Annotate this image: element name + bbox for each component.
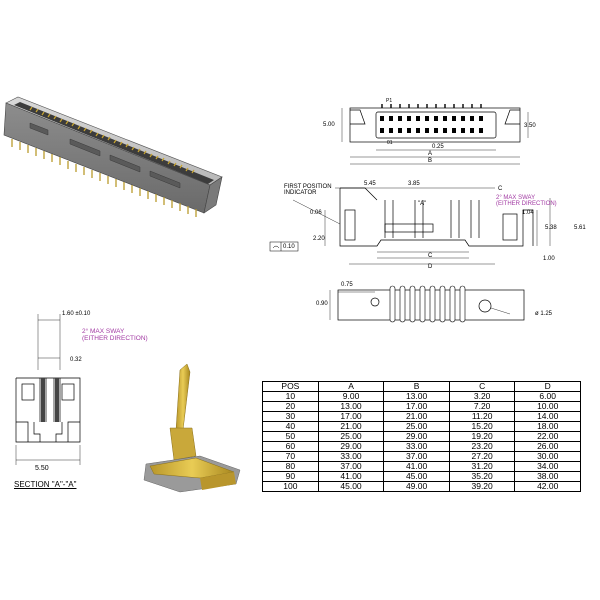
side-section-mark: "A"	[418, 201, 427, 207]
top-dim-height: 5.00	[323, 122, 335, 128]
bottom-dim-075: 0.75	[341, 282, 353, 288]
connector-3d-render	[3, 96, 223, 217]
col-b: B	[383, 381, 450, 392]
side-first-position-indicator: FIRST POSITION INDICATOR	[284, 184, 332, 196]
section-sway-note: 2° MAX SWAY (EITHER DIRECTION)	[82, 328, 148, 342]
contact-row	[29, 106, 195, 174]
section-dim-160: 1.60 ±0.10	[62, 311, 91, 317]
side-dim-c-top: C	[498, 186, 503, 192]
bottom-dim-hole: ø 1.25	[535, 311, 553, 317]
bottom-view-drawing	[329, 285, 525, 323]
side-dim-385: 3.85	[408, 181, 420, 187]
side-dim-220: 2.20	[313, 236, 325, 242]
section-view-drawing	[15, 314, 81, 465]
top-dim-pitch: 0.25	[432, 144, 444, 150]
pin-pads	[380, 116, 483, 133]
top-dim-right: 3.50	[524, 123, 536, 129]
side-tolerance-frame: 0.10	[283, 244, 295, 250]
section-title: SECTION "A"-"A"	[14, 480, 77, 489]
footprint-pads	[389, 285, 466, 323]
side-dim-d: D	[428, 264, 433, 270]
col-d: D	[514, 381, 581, 392]
top-dim-b: B	[428, 158, 433, 164]
side-dim-100: 1.00	[543, 256, 555, 262]
section-dim-032: 0.32	[70, 357, 82, 363]
side-sway-note: 2° MAX SWAY (EITHER DIRECTION)	[496, 195, 557, 207]
side-view-drawing	[269, 187, 551, 265]
top-view-drawing	[341, 104, 529, 165]
top-dim-a: A	[428, 151, 433, 157]
side-dim-561: 5.61	[574, 225, 586, 231]
section-dim-550: 5.50	[35, 465, 49, 472]
col-pos: POS	[262, 381, 319, 392]
table-header-row: POS A B C D	[262, 381, 581, 392]
gold-contact-render	[143, 363, 241, 493]
top-pin1-mark: P1	[386, 98, 393, 104]
side-dim-545: 5.45	[364, 181, 376, 187]
side-dim-538: 5.38	[545, 225, 557, 231]
side-dim-104: 1.04	[522, 210, 534, 216]
top-pin-01: 01	[387, 140, 393, 146]
side-dim-006: 0.06	[310, 210, 322, 216]
col-c: C	[448, 381, 516, 392]
col-a: A	[317, 381, 385, 392]
bottom-dim-090: 0.90	[316, 301, 328, 307]
side-dim-c: C	[428, 253, 433, 259]
